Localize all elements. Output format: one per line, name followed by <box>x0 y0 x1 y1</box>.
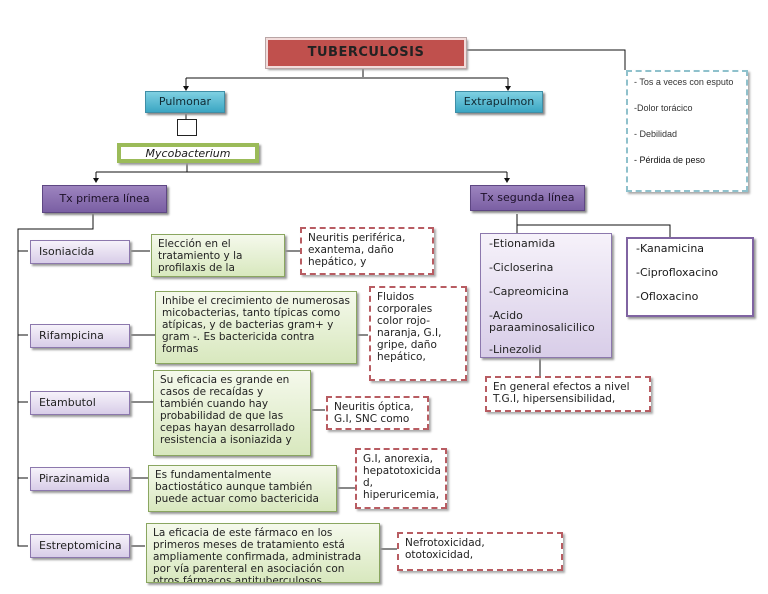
description-pirazinamida: Es fundamentalmente bactiostático aunque… <box>148 465 337 512</box>
second-line-group-a: -Etionamida -Cicloserina -Capreomicina -… <box>480 233 612 358</box>
second-line-drug: -Kanamicina <box>636 242 705 255</box>
effects-estreptomicina: Nefrotoxicidad, ototoxicidad, <box>397 532 563 571</box>
effects-second-line: En general efectos a nivel T.G.I, hipers… <box>485 376 651 412</box>
description-isoniacida: Elección en el tratamiento y la profilax… <box>151 234 285 277</box>
symptom-item: - Tos a veces con esputo <box>634 77 734 87</box>
node-extrapulmon: Extrapulmon <box>455 91 543 113</box>
node-pulmonar: Pulmonar <box>145 91 225 113</box>
node-first-line: Tx primera línea <box>42 185 167 213</box>
effects-rifampicina: Fluidos corporales color rojo-naranja, G… <box>369 286 467 381</box>
connector-second-line <box>516 214 671 237</box>
second-line-drug: -Acido paraaminosalicilico <box>489 309 595 334</box>
drug-pirazinamida: Pirazinamida <box>30 467 130 491</box>
effects-pirazinamida: G.I, anorexia, hepatotoxicida d, hiperur… <box>355 448 447 509</box>
effects-isoniacida: Neuritis periférica, exantema, daño hepá… <box>300 227 434 275</box>
description-estreptomicina: La eficacia de este fármaco en los prime… <box>146 523 380 583</box>
symptoms-box: - Tos a veces con esputo -Dolor torácico… <box>626 70 748 192</box>
second-line-drug: -Ciprofloxacino <box>636 266 719 279</box>
title-node: TUBERCULOSIS <box>265 37 467 69</box>
drug-estreptomicina: Estreptomicina <box>30 534 130 558</box>
second-line-drug: -Capreomicina <box>489 285 569 298</box>
symptom-item: -Dolor torácico <box>634 103 693 113</box>
description-rifampicina: Inhibe el crecimiento de numerosas micob… <box>155 291 357 364</box>
second-line-group-b: -Kanamicina -Ciprofloxacino -Ofloxacino <box>626 237 754 317</box>
symptom-item: - Pérdida de peso <box>634 155 706 165</box>
drug-isoniacida: Isoniacida <box>30 240 130 264</box>
symptom-item: - Debilidad <box>634 129 678 139</box>
drug-etambutol: Etambutol <box>30 391 130 415</box>
drug-rifampicina: Rifampicina <box>30 324 130 348</box>
second-line-drug: -Etionamida <box>489 237 556 250</box>
node-mycobacterium: Mycobacterium <box>117 143 259 163</box>
node-second-line: Tx segunda línea <box>470 185 585 211</box>
connector-title-symptoms <box>466 49 626 70</box>
description-etambutol: Su eficacia es grande en casos de recaíd… <box>153 370 311 456</box>
connector-first-line-trunk <box>17 214 94 547</box>
empty-box <box>177 119 197 136</box>
effects-etambutol: Neuritis óptica, G.I, SNC como <box>326 396 429 430</box>
second-line-drug: -Ofloxacino <box>636 290 699 303</box>
second-line-drug: -Cicloserina <box>489 261 554 274</box>
second-line-drug: -Linezolid <box>489 343 542 356</box>
